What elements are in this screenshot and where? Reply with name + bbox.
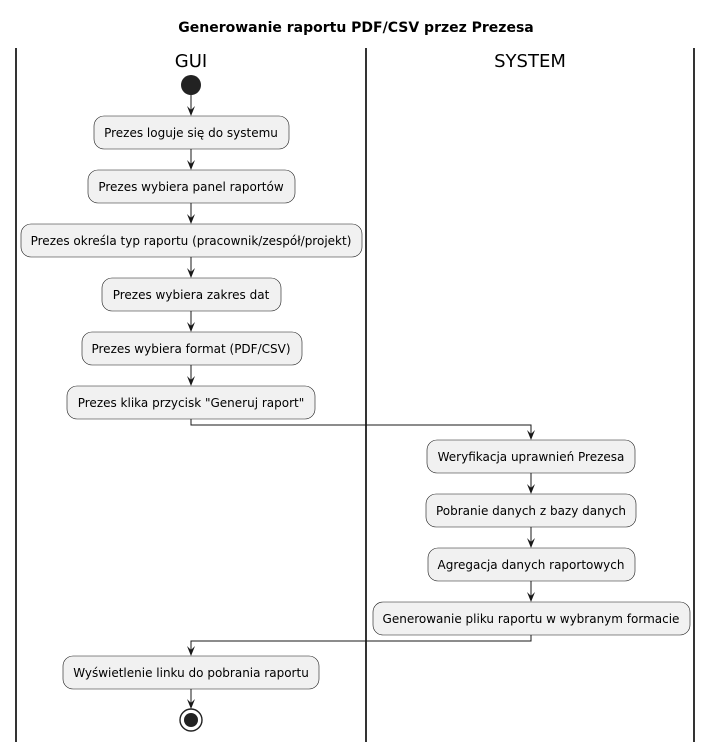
action-node-label: Prezes wybiera panel raportów [98, 180, 284, 194]
action-node: Prezes klika przycisk "Generuj raport" [66, 385, 316, 420]
action-node: Wyświetlenie linku do pobrania raportu [62, 655, 320, 690]
action-node-label: Agregacja danych raportowych [438, 558, 625, 572]
lane-header-gui: GUI [175, 51, 207, 72]
arrowhead [187, 646, 195, 656]
action-node-label: Prezes klika przycisk "Generuj raport" [78, 396, 305, 410]
edges [187, 95, 535, 709]
start-node [181, 75, 201, 95]
arrowhead [187, 322, 195, 332]
action-node: Prezes wybiera format (PDF/CSV) [81, 331, 303, 366]
action-node-label: Prezes wybiera zakres dat [113, 288, 270, 302]
diagram-title: Generowanie raportu PDF/CSV przez Prezes… [178, 20, 533, 36]
arrowhead [187, 699, 195, 709]
action-node-label: Wyświetlenie linku do pobrania raportu [73, 666, 309, 680]
edge-n10-n11 [190, 635, 532, 650]
action-node-label: Pobranie danych z bazy danych [436, 504, 626, 518]
action-node-label: Prezes określa typ raportu (pracownik/ze… [31, 234, 352, 248]
action-node: Weryfikacja uprawnień Prezesa [426, 439, 636, 474]
action-node: Agregacja danych raportowych [427, 547, 636, 582]
arrowhead [187, 268, 195, 278]
action-node: Pobranie danych z bazy danych [425, 493, 637, 528]
action-node: Prezes loguje się do systemu [93, 115, 290, 150]
arrowhead [187, 376, 195, 386]
lane-header-system: SYSTEM [494, 51, 566, 72]
action-node-label: Weryfikacja uprawnień Prezesa [438, 450, 625, 464]
arrowhead [187, 160, 195, 170]
arrowhead [187, 214, 195, 224]
action-node-label: Prezes loguje się do systemu [104, 126, 278, 140]
action-node: Prezes określa typ raportu (pracownik/ze… [20, 223, 363, 258]
arrowhead [527, 484, 535, 494]
action-node: Prezes wybiera panel raportów [87, 169, 296, 204]
edge-n6-n7 [190, 419, 532, 434]
arrowhead [527, 538, 535, 548]
action-node-label: Prezes wybiera format (PDF/CSV) [91, 342, 290, 356]
action-node: Generowanie pliku raportu w wybranym for… [372, 601, 691, 636]
arrowhead [527, 430, 535, 440]
arrowhead [187, 106, 195, 116]
end-node [179, 708, 203, 732]
action-node: Prezes wybiera zakres dat [101, 277, 282, 312]
arrowhead [527, 592, 535, 602]
action-node-label: Generowanie pliku raportu w wybranym for… [383, 612, 680, 626]
